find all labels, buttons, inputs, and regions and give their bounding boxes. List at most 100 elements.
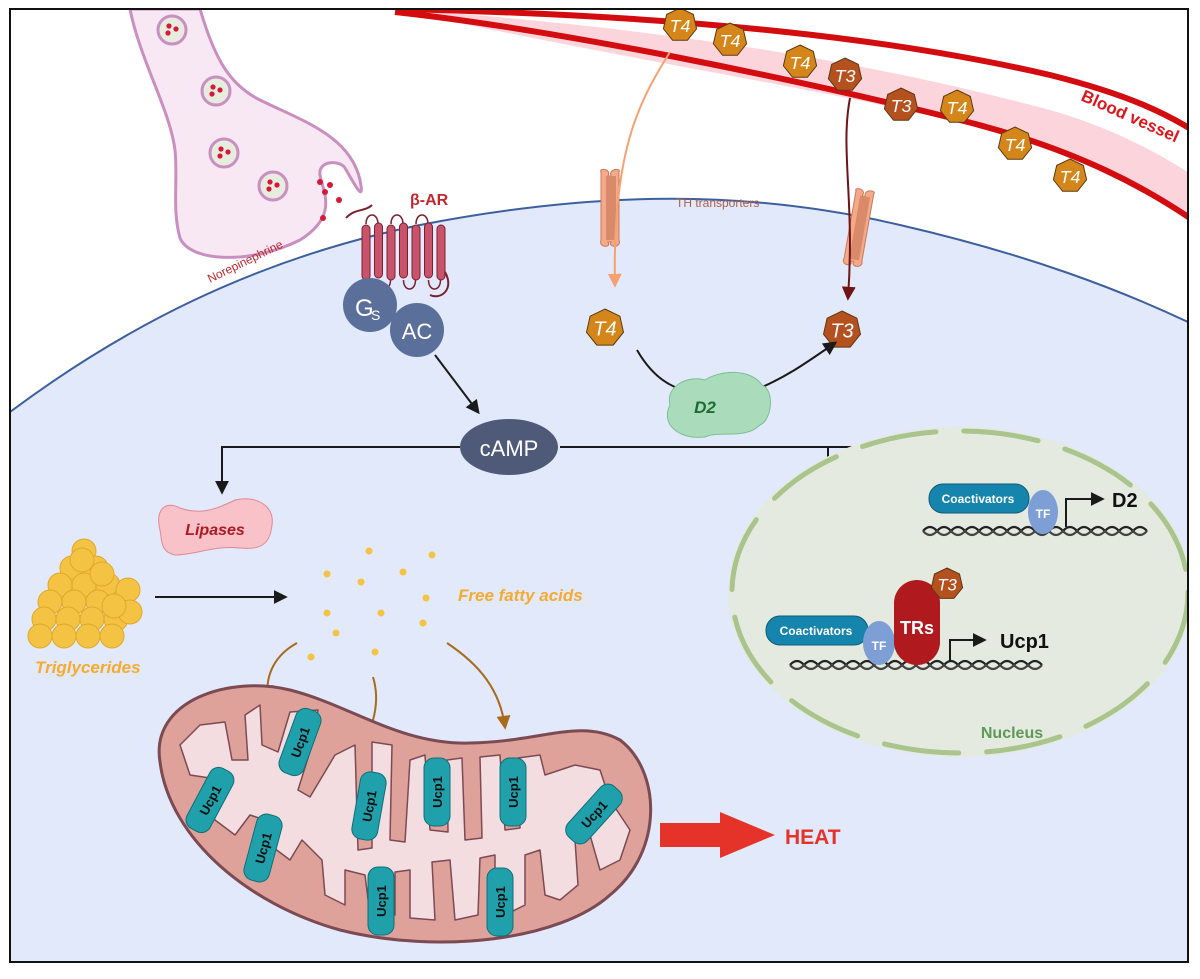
ucp1-protein: Ucp1 [278, 707, 322, 777]
ucp1-protein: Ucp1 [243, 813, 283, 883]
free-fatty-acid [422, 594, 430, 602]
free-fatty-acid [307, 653, 315, 661]
ucp1-protein: Ucp1 [423, 757, 451, 827]
gs-label: G [355, 295, 374, 322]
d2-deiodinase: D2 [667, 371, 771, 438]
trs-t3-molecule: T3 [930, 567, 964, 599]
coactivators-label-d2: Coactivators [942, 492, 1015, 506]
ucp1-label: Ucp1 [359, 789, 379, 823]
vessel-hormone-t4-label: T4 [670, 16, 691, 36]
norepinephrine-molecules [317, 179, 342, 221]
coactivators-label-ucp1: Coactivators [780, 624, 853, 638]
free-fatty-acids-label: Free fatty acids [458, 586, 583, 605]
lipid-globule [89, 561, 115, 587]
transmembrane-helix [374, 222, 383, 279]
vessel-hormone-t3: T3 [827, 57, 863, 91]
vessel-hormone-t4-label: T4 [1005, 135, 1026, 155]
synaptic-vesicle [156, 14, 188, 46]
free-fatty-acid [365, 547, 373, 555]
tf-label-ucp1: TF [872, 639, 887, 653]
gs-protein: G S [343, 278, 397, 332]
lipid-globule [75, 623, 101, 649]
trs-bound-t3: T3 [930, 567, 964, 599]
lipases-label: Lipases [185, 522, 245, 539]
t4-molecule: T4 [585, 308, 625, 346]
vessel-hormone-t4-label: T4 [947, 98, 968, 118]
dna-strand-d2 [922, 525, 1148, 537]
free-fatty-acid [419, 619, 427, 627]
t3-molecule-label: T3 [830, 321, 853, 343]
camp-label: cAMP [480, 436, 539, 461]
ac-to-camp-arrow [434, 354, 480, 415]
beta-adrenergic-receptor [345, 204, 450, 298]
nucleus: Nucleus [728, 427, 1188, 757]
nucleus-label: Nucleus [981, 725, 1043, 742]
gene-d2-label: D2 [1112, 490, 1138, 512]
camp-node: cAMP [460, 419, 558, 475]
ucp1-transcription-arrow [949, 633, 987, 662]
lipases: Lipases [158, 498, 273, 556]
synaptic-vesicle [200, 75, 232, 107]
transmembrane-helix [411, 224, 421, 281]
norepinephrine-dot [317, 179, 323, 185]
transmembrane-helix [361, 224, 371, 281]
ucp1-protein: Ucp1 [367, 866, 395, 936]
ucp1-protein: Ucp1 [351, 771, 387, 841]
lipid-globule [101, 593, 127, 619]
gene-ucp1-label: Ucp1 [1000, 631, 1049, 653]
coactivators-complex-d2: Coactivators [928, 483, 1030, 514]
transmembrane-helix [386, 224, 396, 281]
transmembrane-helix [436, 224, 446, 281]
triglyceride-droplet [27, 538, 143, 649]
th-transporters-label: TH transporters [676, 196, 759, 210]
dna-strand-ucp1 [789, 659, 1043, 671]
ucp1-protein: Ucp1 [486, 867, 514, 937]
transmembrane-helix [399, 222, 408, 279]
norepinephrine-dot [327, 182, 333, 188]
t4-molecule-label: T4 [593, 319, 616, 341]
free-fatty-acid [371, 648, 379, 656]
free-fatty-acid [428, 551, 436, 559]
transcription-factor-ucp1: TF [863, 621, 895, 665]
th-transporter-left [600, 168, 620, 247]
thyroid-hormone-receptors: TRs [894, 580, 940, 665]
vessel-hormone-t4-label: T4 [720, 31, 741, 51]
vessel-hormone-t4: T4 [997, 126, 1033, 160]
vessel-hormone-t3-label: T3 [891, 96, 912, 116]
gs-subscript: S [371, 307, 380, 323]
free-fatty-acid [377, 609, 385, 617]
ucp1-label: Ucp1 [506, 776, 521, 808]
trs-t3-molecule-label: T3 [937, 575, 957, 594]
beta-ar-label: β-AR [410, 192, 449, 209]
free-fatty-acid [332, 629, 340, 637]
coactivators-complex-ucp1: Coactivators [765, 615, 869, 646]
norepinephrine-dot [320, 215, 326, 221]
tf-label-d2: TF [1036, 507, 1051, 521]
free-fatty-acid [357, 578, 365, 586]
ucp1-label: Ucp1 [374, 885, 389, 917]
cell-membrane [10, 197, 1188, 413]
t4-import-arrow [607, 51, 671, 288]
trs-label: TRs [900, 618, 934, 638]
lipid-globule [27, 623, 53, 649]
ucp1-protein: Ucp1 [499, 757, 527, 827]
free-fatty-acid-molecules [307, 547, 436, 661]
norepinephrine-dot [322, 189, 328, 195]
vessel-hormone-t4: T4 [939, 89, 975, 123]
t3-import-arrow [841, 97, 856, 301]
transmembrane-helix [424, 222, 433, 279]
d2-label: D2 [694, 398, 716, 417]
vessel-hormone-t4: T4 [712, 22, 748, 56]
vessel-hormone-t4: T4 [782, 44, 818, 78]
ucp1-label: Ucp1 [493, 886, 508, 918]
synaptic-vesicle [208, 137, 240, 169]
lipid-globule [51, 623, 77, 649]
heat-arrow [660, 812, 775, 858]
d2-transcription-arrow [1065, 492, 1105, 527]
ucp1-label: Ucp1 [430, 776, 445, 808]
free-fatty-acid [323, 609, 331, 617]
vessel-hormone-t3: T3 [883, 87, 919, 121]
